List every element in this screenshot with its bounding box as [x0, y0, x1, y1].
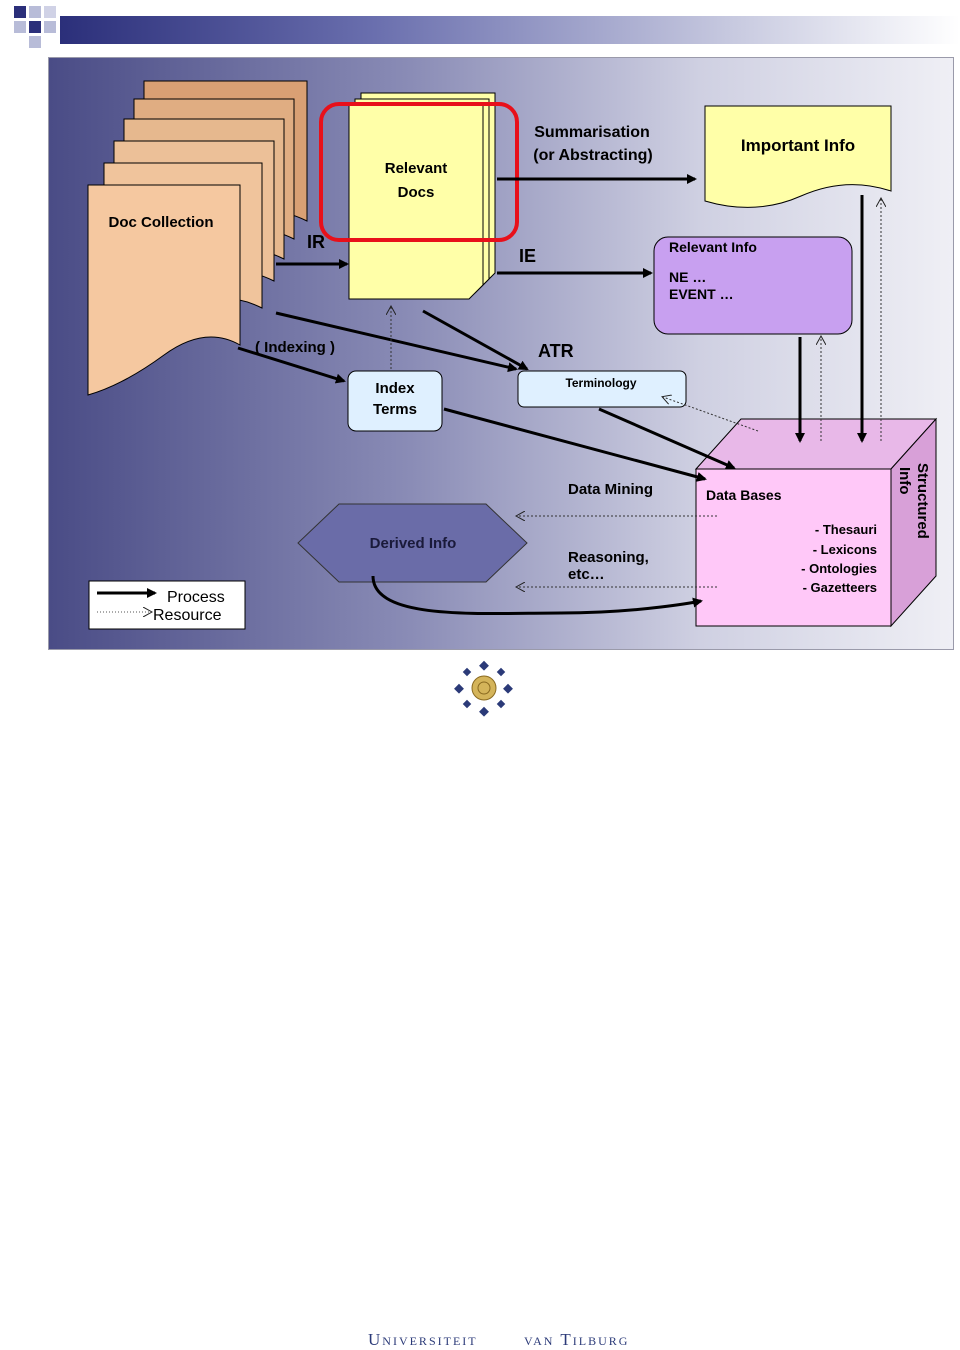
doc-collection-stack — [87, 80, 308, 396]
diagram-canvas: Doc Collection Relevant Docs Important I… — [87, 80, 938, 630]
data-mining-label: Data Mining — [568, 481, 653, 498]
arrow-terminology-to-db — [598, 407, 736, 470]
index-terms-label-1: Index — [375, 380, 415, 397]
relevant-info-title: Relevant Info — [669, 239, 757, 255]
important-info-shape — [704, 105, 892, 208]
terminology-label: Terminology — [565, 376, 636, 390]
arrow-indexing — [237, 346, 346, 384]
db-item-lexicons: - Lexicons — [813, 542, 877, 557]
reasoning-label-1: Reasoning, — [568, 549, 649, 566]
data-bases-label: Data Bases — [706, 487, 782, 503]
footer-logo: Universiteit van Tilburg — [0, 652, 960, 1349]
relevant-info-event: EVENT … — [669, 286, 734, 302]
index-terms-label-2: Terms — [373, 401, 417, 418]
terminology-box — [517, 370, 687, 408]
structured-info-label-1: Structured — [914, 463, 931, 539]
summarisation-label-1: Summarisation — [534, 124, 650, 141]
structured-info-label-2: Info — [896, 467, 913, 495]
resource-db-to-terminology — [663, 397, 759, 432]
legend-process-label: Process — [167, 589, 225, 606]
header-bar — [60, 16, 960, 44]
arrow-index-to-db — [443, 407, 707, 482]
university-name-right: van Tilburg — [524, 1330, 630, 1349]
ie-label: IE — [519, 246, 536, 266]
arrow-doc-to-terminology — [275, 311, 518, 373]
arrow-derived-to-db — [371, 575, 703, 616]
relevant-info-box — [653, 236, 853, 335]
slide-panel: Doc Collection Relevant Docs Important I… — [48, 57, 954, 650]
important-info-label: Important Info — [741, 136, 855, 155]
db-item-gazetteers: - Gazetteers — [803, 580, 877, 595]
indexing-label: ( Indexing ) — [255, 339, 335, 356]
doc-collection-label: Doc Collection — [108, 214, 213, 231]
legend-resource-label: Resource — [153, 607, 222, 624]
relevant-info-ne: NE … — [669, 269, 706, 285]
university-name-left: Universiteit — [368, 1330, 478, 1349]
db-item-thesauri: - Thesauri — [815, 522, 877, 537]
relevant-docs-label-2: Docs — [398, 184, 435, 201]
university-seal-icon — [454, 660, 513, 717]
derived-info-label: Derived Info — [370, 535, 457, 552]
reasoning-label-2: etc… — [568, 566, 605, 583]
legend: Process Resource — [88, 580, 246, 630]
highlight-rectangle — [319, 102, 519, 242]
derived-info-shape — [297, 503, 528, 583]
db-item-ontologies: - Ontologies — [801, 561, 877, 576]
arrow-atr — [422, 309, 529, 371]
relevant-docs-label-1: Relevant — [385, 160, 448, 177]
summarisation-label-2: (or Abstracting) — [533, 147, 652, 164]
data-bases-cube — [694, 417, 938, 628]
index-terms-box — [347, 370, 443, 432]
ir-label: IR — [307, 232, 325, 252]
relevant-docs-stack — [348, 92, 496, 300]
atr-label: ATR — [538, 341, 574, 361]
